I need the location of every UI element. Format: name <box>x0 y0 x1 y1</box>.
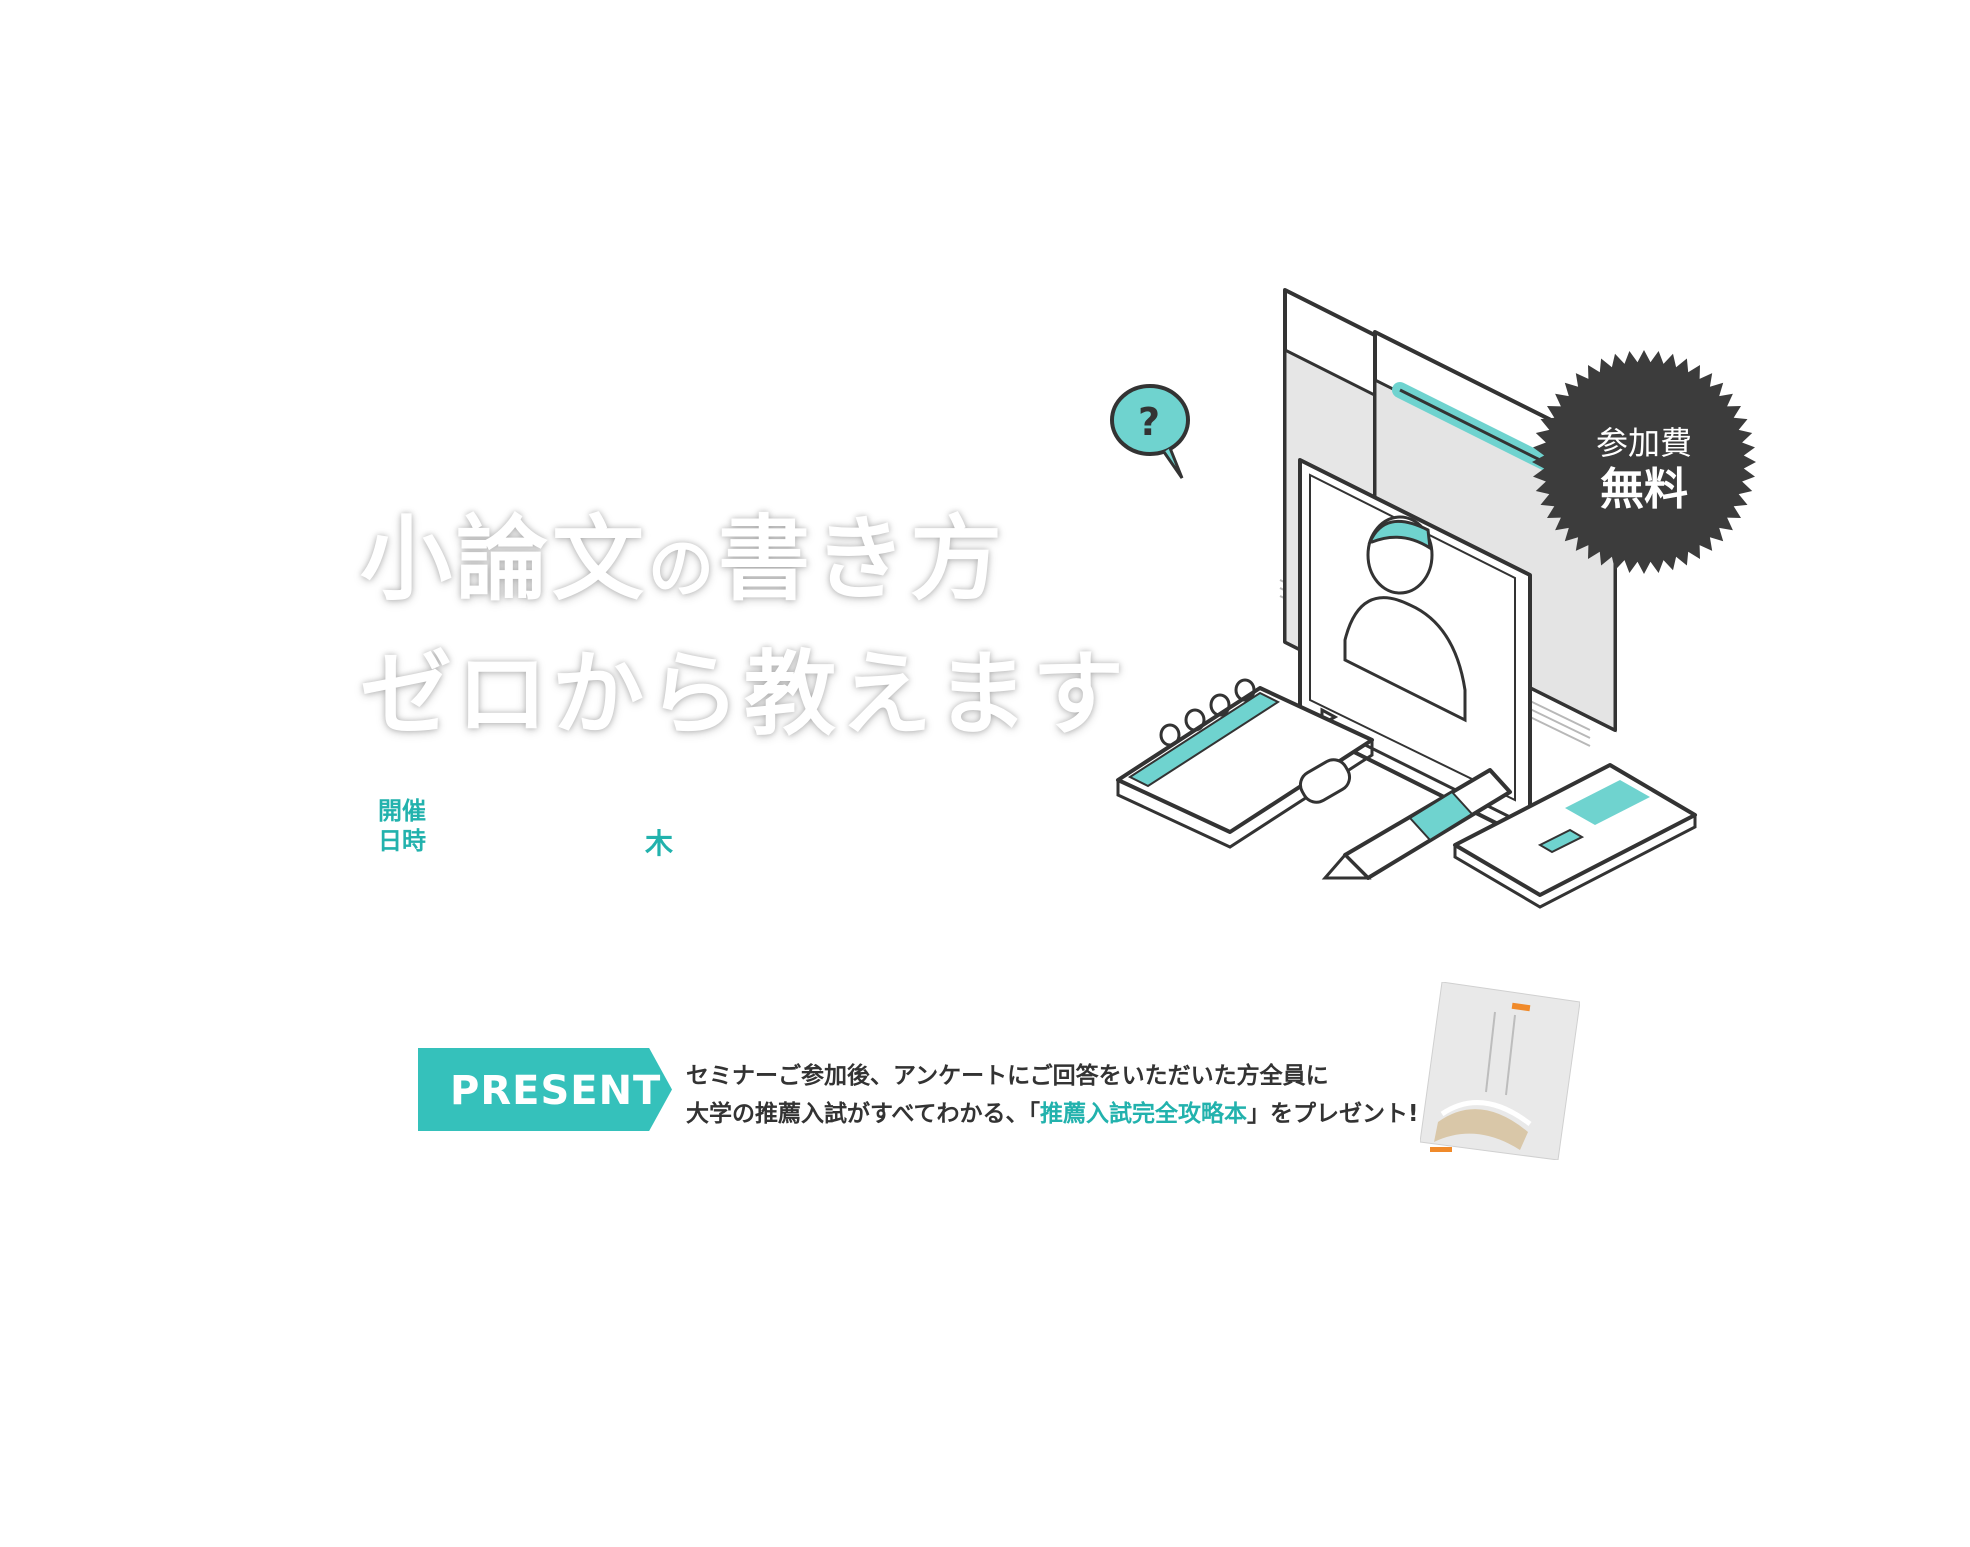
document-icon <box>1453 763 1697 909</box>
free-admission-badge: 参加費 無料 <box>1532 350 1756 574</box>
pen-icon <box>1321 768 1512 880</box>
headline-particle: の <box>648 530 719 607</box>
badge-line-1: 参加費 <box>1596 424 1692 462</box>
present-text-line-1: セミナーご参加後、アンケートにご回答をいただいた方全員に <box>686 1063 1329 1089</box>
event-weekday: 木 <box>645 827 674 860</box>
present-tag-label: PRESENT <box>450 1068 662 1114</box>
badge-line-2: 無料 <box>1600 464 1688 515</box>
online-seminar-illustration: ? <box>1110 288 1697 909</box>
present-tag <box>418 1048 672 1131</box>
question-bubble-icon: ? <box>1110 384 1190 479</box>
present-text-line-2: 大学の推薦入試がすべてわかる、「推薦入試完全攻略本」をプレゼント! <box>686 1094 1418 1128</box>
present-book-title: 推薦入試完全攻略本 <box>1039 1101 1247 1127</box>
headline-word-1: 小論文 <box>360 506 649 613</box>
present-text-line-2-pre: 大学の推薦入試がすべてわかる、「 <box>686 1101 1040 1127</box>
present-text-line-2-post: 」をプレゼント! <box>1246 1101 1419 1127</box>
headline-line-1: 小論文の書き方 <box>360 485 1006 618</box>
event-date-label-2: 日時 <box>378 827 426 855</box>
event-date-label-1: 開催 <box>378 797 426 825</box>
notebook-icon <box>1116 678 1374 849</box>
present-book-image <box>1420 982 1580 1160</box>
event-date-label: 開催 日時 <box>378 796 426 856</box>
headline-line-2: ゼロから教えます <box>360 641 1129 748</box>
svg-text:?: ? <box>1138 400 1160 444</box>
headline-word-2: 書き方 <box>718 506 1007 613</box>
